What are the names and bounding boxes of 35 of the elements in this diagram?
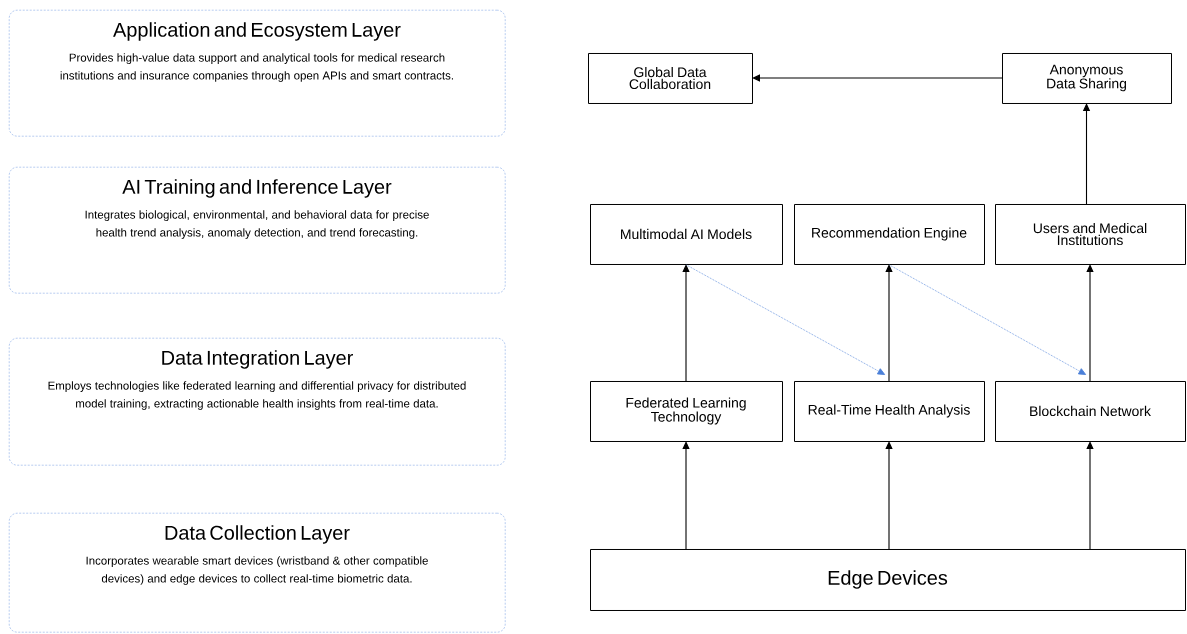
layer-card bbox=[9, 167, 506, 294]
process-box bbox=[590, 204, 783, 265]
process-box bbox=[588, 53, 753, 104]
node-label: Blockchain Network bbox=[1030, 405, 1151, 417]
connector-arrow bbox=[889, 264, 1087, 375]
node-label: Edge Devices bbox=[828, 570, 948, 589]
process-box bbox=[995, 381, 1186, 442]
layer-text: Data Collection Layer Incorporates wearable smart devices (wristband & other compatible devices) and edge devices to collect real-time biometric data. bbox=[86, 525, 428, 585]
node-label: Recommendation Engine bbox=[812, 227, 967, 241]
layer-card bbox=[9, 10, 506, 137]
process-box bbox=[995, 204, 1186, 265]
connector-arrow bbox=[1086, 264, 1094, 382]
connector-arrow bbox=[686, 264, 886, 375]
connector-arrow bbox=[885, 441, 893, 550]
node-label: Multimodal AI Models bbox=[621, 228, 752, 240]
connector-arrow bbox=[682, 264, 690, 382]
node-label: Real-Time Health Analysis bbox=[808, 404, 970, 418]
layer-text: AI Training and Inference Layer Integrates biological, environmental, and behavioral data for precise health trend analysis, anomaly detection, and trend forecasting. bbox=[85, 179, 429, 239]
node-label: Global Data Collaboration bbox=[629, 66, 711, 90]
layer-card bbox=[9, 513, 506, 633]
process-box bbox=[794, 204, 985, 265]
process-box bbox=[590, 549, 1186, 611]
connector-arrow bbox=[885, 264, 893, 382]
process-box bbox=[794, 381, 985, 442]
node-label: Anonymous Data Sharing bbox=[1047, 64, 1127, 92]
process-box bbox=[1002, 53, 1172, 104]
process-box bbox=[590, 381, 783, 442]
layer-card bbox=[9, 338, 506, 466]
node-label: Federated Learning Technology bbox=[626, 397, 746, 425]
connector-arrow bbox=[1086, 441, 1094, 550]
node-label: Users and Medical Institutions bbox=[1033, 222, 1147, 246]
layer-text: Application and Ecosystem Layer Provides high-value data support and analytical tools for medical research institutions and insurance companies through open APIs and smart contracts. bbox=[60, 22, 453, 82]
layer-text: Data Integration Layer Employs technologies like federated learning and differential privacy for distributed model training, extracting actionable health insights from real-time data. bbox=[48, 350, 466, 410]
connector-arrow bbox=[752, 74, 1003, 82]
connector-arrow bbox=[682, 441, 690, 550]
